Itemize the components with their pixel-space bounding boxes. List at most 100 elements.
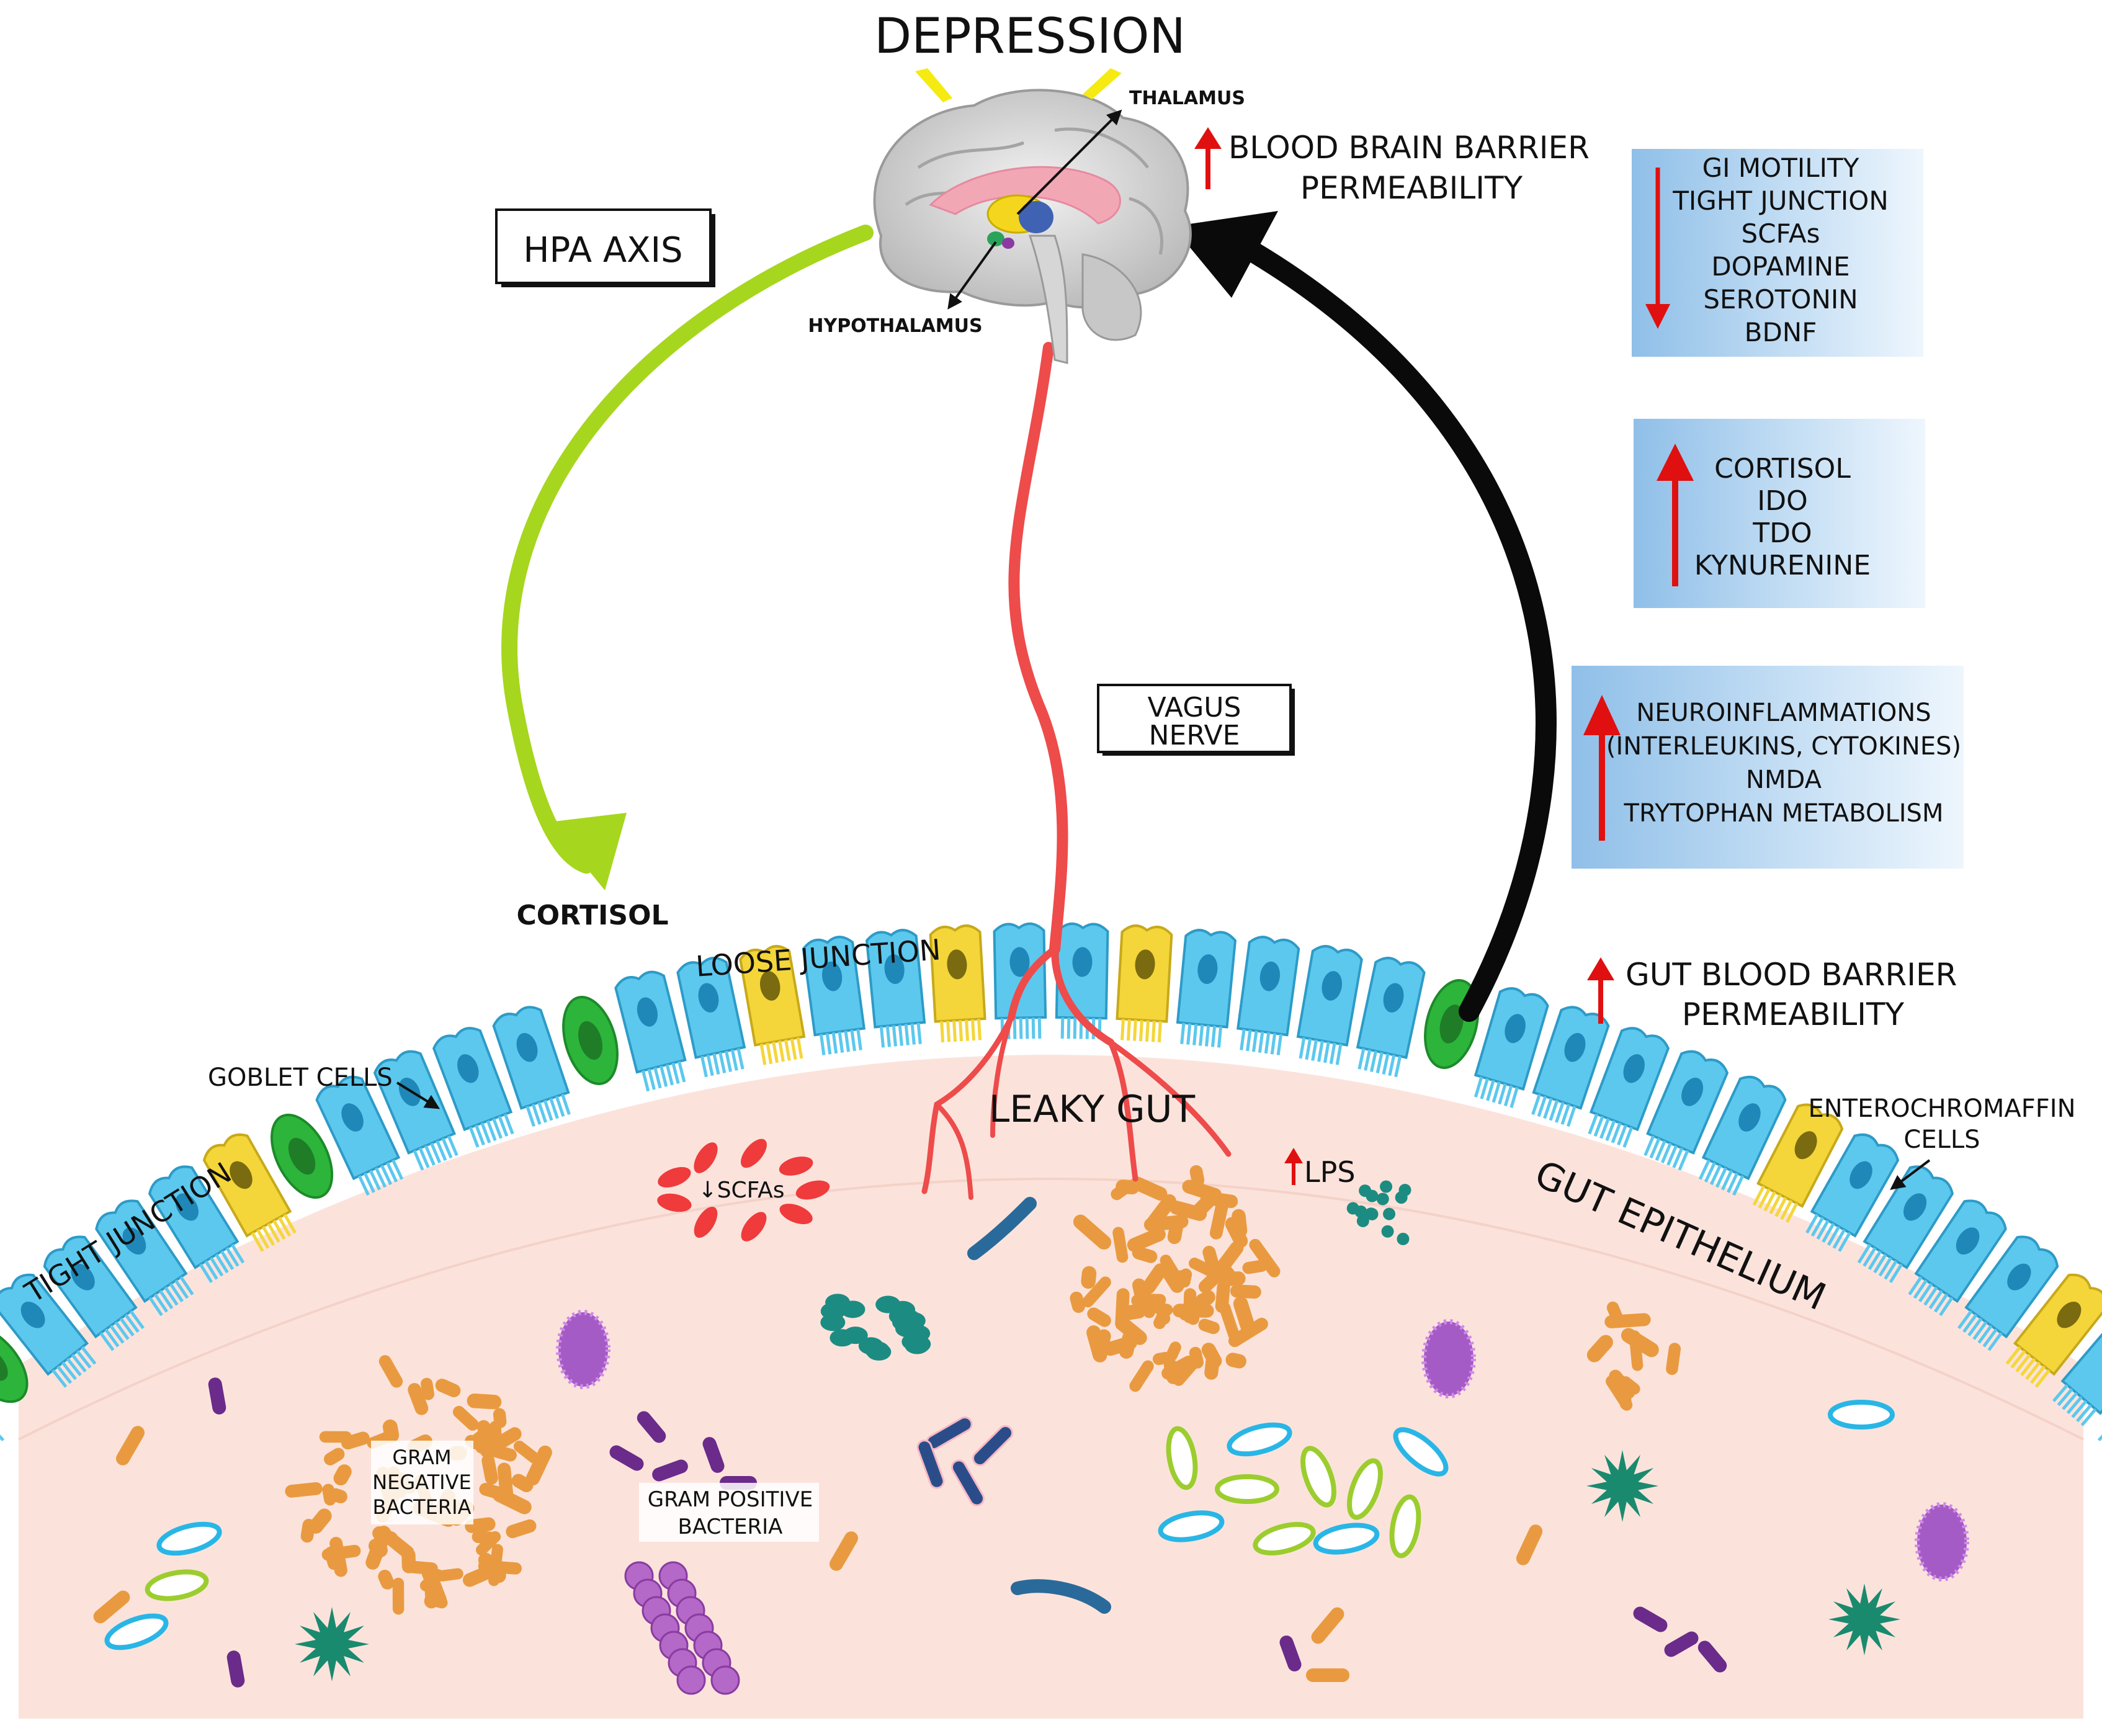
gram-negative-line2: NEGATIVE: [372, 1470, 471, 1494]
microvillus: [1977, 1325, 1993, 1344]
lps-particle: [1383, 1207, 1396, 1220]
lps-label: LPS: [1304, 1155, 1356, 1189]
decreased-markers-list: GI MOTILITY TIGHT JUNCTION SCFAs DOPAMIN…: [1672, 153, 1889, 347]
microvillus: [561, 1094, 571, 1115]
lps-particle: [1354, 1205, 1367, 1218]
gram-negative-bacterium: [1152, 1351, 1171, 1366]
microvillus: [51, 1369, 68, 1388]
gram-negative-bacterium: [1130, 1176, 1168, 1201]
gram-positive-bacterium: [702, 1437, 725, 1473]
microvillus: [480, 1122, 491, 1143]
microvillus: [1246, 1029, 1252, 1052]
enterochromaffin-cell: [1116, 924, 1173, 1043]
increased-marker: CORTISOL: [1714, 453, 1851, 485]
gram-negative-bacterium: [478, 1552, 506, 1583]
virus-particle: [1828, 1583, 1900, 1655]
increased-markers-box-1: [1634, 419, 1925, 608]
microvillus: [261, 1225, 275, 1246]
microvillus: [357, 1175, 370, 1196]
microvillus: [1037, 1017, 1042, 1039]
scfa-molecule: [741, 1212, 767, 1242]
microvillus: [1157, 1021, 1162, 1043]
epithelial-cell: [492, 1006, 571, 1127]
microvillus: [380, 1165, 393, 1186]
microvillus: [671, 1062, 680, 1084]
enterochromaffin-label-line2: CELLS: [1903, 1125, 1980, 1154]
microvillus: [2025, 1361, 2041, 1380]
microvillus: [375, 1167, 387, 1188]
decreased-marker: BDNF: [1745, 317, 1817, 347]
goblet-cells-label: GOBLET CELLS: [208, 1063, 393, 1092]
microvillus: [772, 1041, 779, 1063]
gram-negative-bacterium: [1142, 1263, 1168, 1294]
cell-nucleus: [1903, 1193, 1927, 1221]
gram-negative-bacterium: [1249, 1238, 1281, 1277]
coccus-bacterium: [676, 1665, 706, 1695]
microvillus: [1957, 1310, 1973, 1330]
cell-body: [2060, 1313, 2102, 1415]
bacillus: [972, 1425, 1014, 1467]
microvillus: [910, 1023, 916, 1045]
vagus-nerve-box: [1097, 684, 1292, 753]
microvillus: [1660, 1142, 1672, 1163]
microvillus: [537, 1101, 547, 1123]
gram-negative-bacterium: [319, 1431, 352, 1443]
gram-negative-bacterium: [1073, 1214, 1112, 1250]
vagus-nerve: [921, 342, 1232, 1200]
depression-ray-left: [915, 68, 952, 102]
microvillus: [1617, 1124, 1627, 1146]
microvillus: [850, 1029, 856, 1052]
gram-negative-bacterium: [1311, 1607, 1344, 1644]
microvillus: [725, 1050, 733, 1072]
decreased-marker: TIGHT JUNCTION: [1672, 186, 1889, 216]
epithelial-cell: [614, 970, 687, 1092]
microvillus: [1192, 1024, 1198, 1045]
cell-nucleus: [821, 961, 843, 991]
increased-marker: KYNURENINE: [1694, 550, 1871, 581]
hpa-axis-box: [495, 208, 712, 284]
microvillus: [424, 1145, 436, 1166]
microvillus: [1769, 1194, 1782, 1215]
gut-to-brain-arrow: [1237, 238, 1557, 1022]
gram-negative-bacterium: [308, 1508, 332, 1534]
gram-negative-bacterium: [378, 1355, 403, 1388]
microvillus: [898, 1024, 903, 1046]
cell-nucleus: [516, 1032, 538, 1062]
microvillus: [1752, 1185, 1765, 1206]
cell-nucleus: [1197, 954, 1218, 984]
gut-lumen: [19, 1055, 2083, 1719]
cell-nucleus: [1849, 1161, 1872, 1189]
microvillus: [1672, 1147, 1684, 1168]
bbb-permeability-line2: PERMEABILITY: [1300, 170, 1523, 206]
decrease-arrow-icon: [1645, 168, 1670, 329]
microvillus: [1474, 1076, 1483, 1098]
goblet-cells-pointer: [396, 1081, 441, 1109]
microvillus: [1967, 1317, 1983, 1336]
cell-nucleus: [457, 1054, 479, 1083]
gram-positive-bacterium: [1697, 1640, 1727, 1673]
microvillus: [700, 1055, 708, 1078]
microvillus: [796, 1037, 803, 1059]
epithelial-cell: [1176, 929, 1237, 1048]
gram-negative-bacterium: [1618, 1379, 1632, 1410]
gut-barrier-up-arrow-icon: [1587, 957, 1614, 1024]
microvillus: [1832, 1228, 1846, 1249]
bbb-permeability-line1: BLOOD BRAIN BARRIER: [1228, 130, 1590, 166]
leaky-gut-label: LEAKY GUT: [989, 1088, 1196, 1131]
blue-bacterium: [1393, 1427, 1449, 1477]
gram-negative-bacterium: [324, 1546, 341, 1570]
epithelial-cell: [43, 1235, 145, 1351]
gram-negative-bacterium: [489, 1421, 502, 1442]
cell-nucleus: [20, 1301, 45, 1328]
microvillus: [430, 1142, 442, 1163]
increased-marker: (INTERLEUKINS, CYTOKINES): [1606, 732, 1961, 761]
microvillus: [1357, 1048, 1366, 1070]
cell-nucleus: [2007, 1263, 2031, 1291]
microvillus: [0, 1423, 5, 1441]
cell-nucleus: [1383, 983, 1404, 1013]
blue-bacterium: [1158, 1510, 1225, 1542]
gram-negative-bacterium: [385, 1533, 414, 1559]
gram-negative-bacterium: [452, 1405, 479, 1431]
gram-negative-bacterium: [1115, 1316, 1147, 1345]
microvillus: [2076, 1404, 2092, 1423]
